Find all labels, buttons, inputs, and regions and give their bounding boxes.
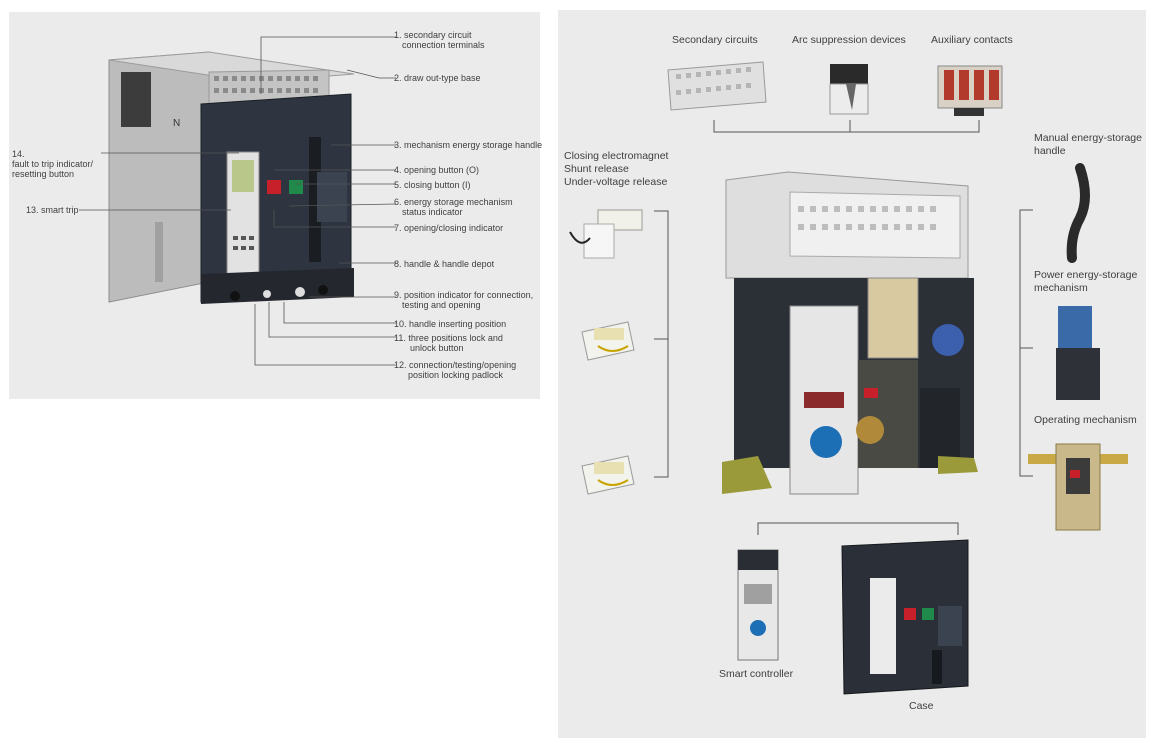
operating-mechanism-image: [1028, 443, 1128, 531]
breaker-illustration: N: [108, 51, 355, 304]
under-voltage-release-image: [581, 455, 635, 495]
label-case: Case: [909, 700, 934, 712]
case-image: [841, 539, 969, 695]
label-position-indicator: 9. position indicator for connection, te…: [394, 290, 534, 310]
label-position-padlock: 12. connection/testing/opening position …: [394, 360, 517, 380]
label-secondary-circuits: Secondary circuits: [672, 34, 758, 46]
top-letter: N: [173, 118, 180, 129]
label-three-positions-lock: 11. three positions lock and unlock butt…: [394, 333, 503, 353]
power-mechanism-image: [1056, 306, 1100, 400]
auxiliary-contacts-image: [937, 65, 1003, 116]
label-arc-suppression: Arc suppression devices: [792, 34, 906, 46]
label-operating-mechanism: Operating mechanism: [1034, 414, 1137, 426]
shunt-release-image: [581, 321, 635, 361]
manual-handle-image: [1066, 163, 1090, 263]
label-storage-status-indicator: 6. energy storage mechanism status indic…: [394, 197, 513, 217]
label-releases: Closing electromagnet Shunt release Unde…: [564, 150, 669, 188]
label-opening-button: 4. opening button (O): [394, 165, 480, 175]
smart-controller-image: [737, 549, 779, 661]
breaker-internals-image: [722, 171, 978, 495]
label-draw-out-base: 2. draw out-type base: [394, 73, 481, 83]
arc-suppression-image: [829, 64, 869, 115]
annotated-breaker-panel: N 1. secondary circuit connection termin…: [9, 12, 543, 399]
label-opening-closing-indicator: 7. opening/closing indicator: [394, 223, 504, 233]
label-manual-handle: Manual energy-storage handle: [1034, 132, 1142, 157]
label-handle-inserting-position: 10. handle inserting position: [394, 319, 507, 329]
label-power-mechanism: Power energy-storage mechanism: [1034, 269, 1138, 294]
component-illustrations: [569, 61, 1128, 695]
label-fault-trip-indicator: 14. fault to trip indicator/ resetting b…: [12, 149, 94, 179]
label-smart-trip: 13. smart trip: [26, 205, 79, 215]
label-secondary-circuit-terminals: 1. secondary circuit connection terminal…: [394, 30, 485, 50]
closing-electromagnet-image: [569, 209, 643, 259]
components-panel: Secondary circuits Arc suppression devic…: [558, 10, 1146, 738]
label-closing-button: 5. closing button (I): [394, 180, 471, 190]
label-handle-depot: 8. handle & handle depot: [394, 259, 495, 269]
label-smart-controller: Smart controller: [719, 668, 794, 680]
label-energy-storage-handle: 3. mechanism energy storage handle: [394, 140, 543, 150]
secondary-circuits-image: [667, 61, 767, 111]
label-auxiliary-contacts: Auxiliary contacts: [931, 34, 1013, 46]
